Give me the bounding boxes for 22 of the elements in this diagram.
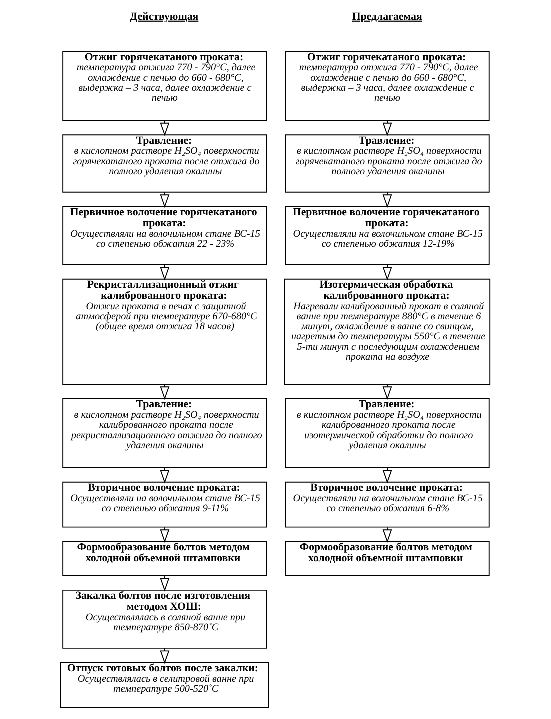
- node-box: Вторичное волочение проката: Осуществляли на волочильном стане ВС-15 со степенью обжатия 9-11%: [62, 482, 268, 528]
- arrow: [382, 120, 392, 136]
- node-box: Травление: в кислотном растворе H₂SO₄ поверхности горячекатаного проката после отжига до полного удаления окалины: [62, 134, 268, 193]
- node-box: Отпуск готовых болтов после закалки: Осуществлялась в селитровой ванне при температуре 500-520˚С: [60, 662, 270, 708]
- node-box: Отжиг горячекатаного проката: температура отжига 770 - 790°С, далее охлаждение с печью до 660 - 680°С, выдержка – 3 часа, далее охлаждение с печью: [62, 51, 268, 122]
- node-box: Формообразование болтов методом холодной объемной штамповки: [285, 541, 490, 576]
- node-box: Первичное волочение горячекатаного проката: Осуществляли на волочильном стане ВС-15 со степенью обжатия 12-19%: [285, 206, 490, 266]
- arrow: [382, 264, 392, 281]
- node-box: Травление: в кислотном растворе H₂SO₄ поверхности горячекатаного проката после отжига до полного удаления окалины: [285, 134, 490, 193]
- node-box: Вторичное волочение проката: Осуществляли на волочильном стане ВС-15 со степенью обжатия 6-8%: [285, 482, 490, 528]
- arrow: [160, 264, 170, 281]
- node-box: Первичное волочение горячекатаного проката: Осуществляли на волочильном стане ВС-15 со степенью обжатия 22 - 23%: [62, 206, 268, 266]
- node-box: Отжиг горячекатаного проката: температура отжига 770 - 790°С, далее охлаждение с печью до 660 - 680°С, выдержка – 3 часа, далее охлаждение с печью: [285, 51, 490, 122]
- node-box: Рекристаллизационный отжиг калиброванного проката: Отжиг проката в печах с защитной атмосферой при температуре 670-680°С (общее время отжига 18 часов): [62, 278, 268, 385]
- arrow: [160, 120, 170, 136]
- node-box: Травление: в кислотном растворе H₂SO₄ поверхности калиброванного проката после рекристаллизационного отжига до полного удаления окалины: [62, 398, 268, 468]
- node-box: Травление: в кислотном растворе H₂SO₄ поверхности калиброванного проката после изотермической обработки до полного удаления окалины: [285, 398, 490, 468]
- label: Действующая: [130, 10, 199, 23]
- node-box: Формообразование болтов методом холодной объемной штамповки: [62, 541, 268, 576]
- label: Предлагаемая: [352, 10, 422, 23]
- node-box: Изотермическая обработка калиброванного проката: Нагревали калиброванный прокат в соляной ванне при температуре 880°С в течение 6 минут, охлаждение в ванне со свинцом, нагретым до температуры 550°С в течение 5-ти минут с последующим охлаждением проката на воздухе: [284, 278, 491, 385]
- node-box: Закалка болтов после изготовления методом ХОШ: Осуществлялась в соляной ванне при температуре 850-870˚С: [62, 590, 268, 649]
